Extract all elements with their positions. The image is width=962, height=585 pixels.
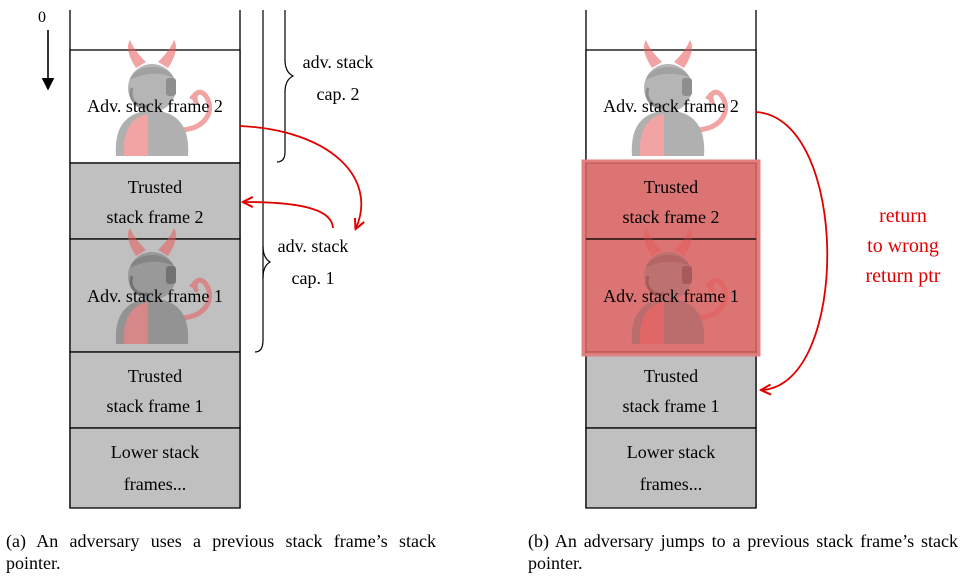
return-label: return xyxy=(879,205,927,227)
right-panel: Adv. stack frame 2 Trusted stack frame 2… xyxy=(581,10,941,509)
return-arrow xyxy=(244,202,334,229)
left-frame-trusted-1 xyxy=(69,351,241,429)
brace-cap-2 xyxy=(254,10,264,353)
frame-label: Adv. stack frame 2 xyxy=(603,96,739,116)
brace-cap-1 xyxy=(276,10,295,163)
frame-label: stack frame 1 xyxy=(623,396,720,416)
frame-label: Trusted xyxy=(644,177,698,197)
frame-label: frames... xyxy=(640,474,702,494)
frame-label: Adv. stack frame 1 xyxy=(603,286,739,306)
left-panel: 0 Adv. stack frame 2 Trusted stack frame… xyxy=(38,9,374,509)
brace-label: cap. 1 xyxy=(292,268,335,288)
return-label: return ptr xyxy=(866,265,941,287)
frame-label: Adv. stack frame 1 xyxy=(87,286,223,306)
right-frame-lower xyxy=(585,427,757,509)
frame-label: Trusted xyxy=(128,177,182,197)
right-frame-trusted-1 xyxy=(585,351,757,429)
frame-label: stack frame 2 xyxy=(623,207,720,227)
frame-label: Lower stack xyxy=(627,442,715,462)
frame-label: Trusted xyxy=(128,366,182,386)
left-frame-lower xyxy=(69,427,241,509)
frame-label: Lower stack xyxy=(111,442,199,462)
axis-zero-label: 0 xyxy=(38,9,46,26)
brace-label: adv. stack xyxy=(303,52,374,72)
frame-label: Trusted xyxy=(644,366,698,386)
left-frame-trusted-2 xyxy=(69,162,241,240)
brace-label: adv. stack xyxy=(278,236,349,256)
brace-label: cap. 2 xyxy=(317,84,360,104)
caption-b: (b) An adversary jumps to a previous sta… xyxy=(528,531,958,573)
frame-label: stack frame 1 xyxy=(107,396,204,416)
wrong-return-arrow xyxy=(755,111,829,390)
caption-a: (a) An adversary uses a previous stack f… xyxy=(6,531,436,573)
frame-label: stack frame 2 xyxy=(107,207,204,227)
call-arrow xyxy=(239,125,361,228)
frame-label: frames... xyxy=(124,474,186,494)
frame-label: Adv. stack frame 2 xyxy=(87,96,223,116)
return-label: to wrong xyxy=(867,235,939,257)
